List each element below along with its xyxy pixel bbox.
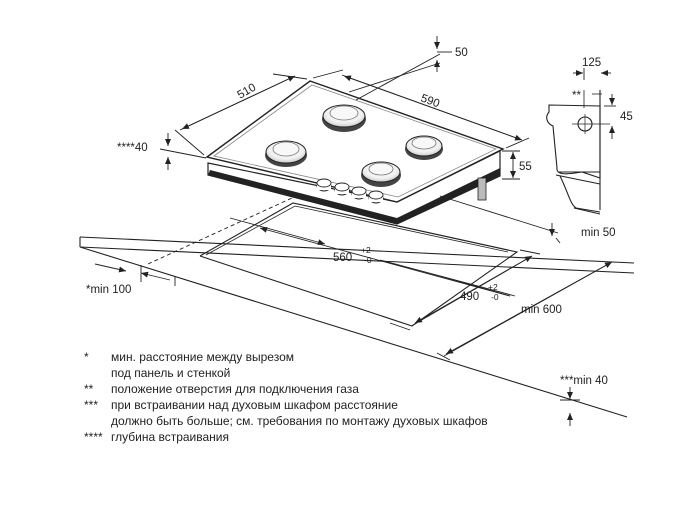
legend-marker: * bbox=[84, 350, 89, 364]
dim-min-front: ***min 40 bbox=[560, 375, 608, 387]
worktop bbox=[79, 236, 635, 418]
legend-item: **** глубина встраивания bbox=[84, 429, 564, 445]
legend-text: глубина встраивания bbox=[111, 430, 229, 444]
burner-front-left bbox=[265, 140, 307, 167]
dim-gas-offset: 125 bbox=[582, 57, 601, 69]
dimension-125 bbox=[573, 68, 611, 80]
legend-item: ** положение отверстия для подключения г… bbox=[84, 381, 564, 397]
dim-min-worktop: min 600 bbox=[521, 304, 562, 316]
dimension-560 bbox=[229, 217, 516, 297]
legend-text: при встраивании над духовым шкафом расст… bbox=[111, 398, 488, 428]
dimension-min-50 bbox=[439, 195, 561, 244]
dim-width: 590 bbox=[419, 93, 441, 111]
side-detail bbox=[546, 90, 610, 215]
legend-text: мин. расстояние между вырезом под панель… bbox=[111, 350, 294, 380]
dimension-490 bbox=[389, 249, 541, 331]
hob bbox=[205, 80, 505, 225]
legend-item: * мин. расстояние между вырезом под пане… bbox=[84, 349, 564, 381]
legend-item: *** при встраивании над духовым шкафом р… bbox=[84, 397, 564, 429]
dim-gas-marker: ** bbox=[572, 90, 581, 102]
dim-cutout-depth: 490 bbox=[460, 291, 479, 303]
dim-embed-depth: ****40 bbox=[117, 142, 148, 154]
dimension-590 bbox=[312, 69, 530, 149]
dimension-embed-depth bbox=[159, 133, 207, 170]
dim-cutout-depth-tol-minus: -0 bbox=[491, 292, 499, 302]
dim-cutout-width-tol-minus: -0 bbox=[364, 255, 372, 265]
legend-marker: *** bbox=[84, 398, 99, 412]
legend-text: положение отверстия для подключения газа bbox=[111, 382, 359, 396]
burner-front-right bbox=[361, 161, 401, 187]
burner-back-left bbox=[322, 104, 366, 132]
dimension-min-100 bbox=[94, 263, 176, 286]
legend: * мин. расстояние между вырезом под пане… bbox=[84, 349, 564, 445]
dim-gas-height: 45 bbox=[620, 111, 633, 123]
dimension-45 bbox=[604, 94, 616, 139]
dim-min-wall: *min 100 bbox=[86, 284, 131, 296]
dimension-50 bbox=[348, 36, 452, 101]
dim-gap-top: 50 bbox=[455, 47, 468, 59]
dim-cutout-depth-tol-plus: +2 bbox=[488, 282, 498, 292]
dimension-min-600 bbox=[436, 261, 613, 361]
control-knobs bbox=[316, 178, 384, 204]
dimension-min-40 bbox=[560, 387, 580, 426]
burner-back-right bbox=[405, 135, 443, 160]
cutout-outline bbox=[147, 197, 519, 327]
dimension-510 bbox=[174, 73, 308, 156]
dim-min-back: min 50 bbox=[581, 227, 616, 239]
dim-cutout-width: 560 bbox=[333, 252, 352, 264]
legend-marker: ** bbox=[84, 382, 94, 396]
dim-hob-height: 55 bbox=[519, 161, 532, 173]
dim-cutout-width-tol-plus: +2 bbox=[361, 245, 371, 255]
dimension-55 bbox=[502, 150, 520, 180]
legend-marker: **** bbox=[84, 430, 103, 444]
